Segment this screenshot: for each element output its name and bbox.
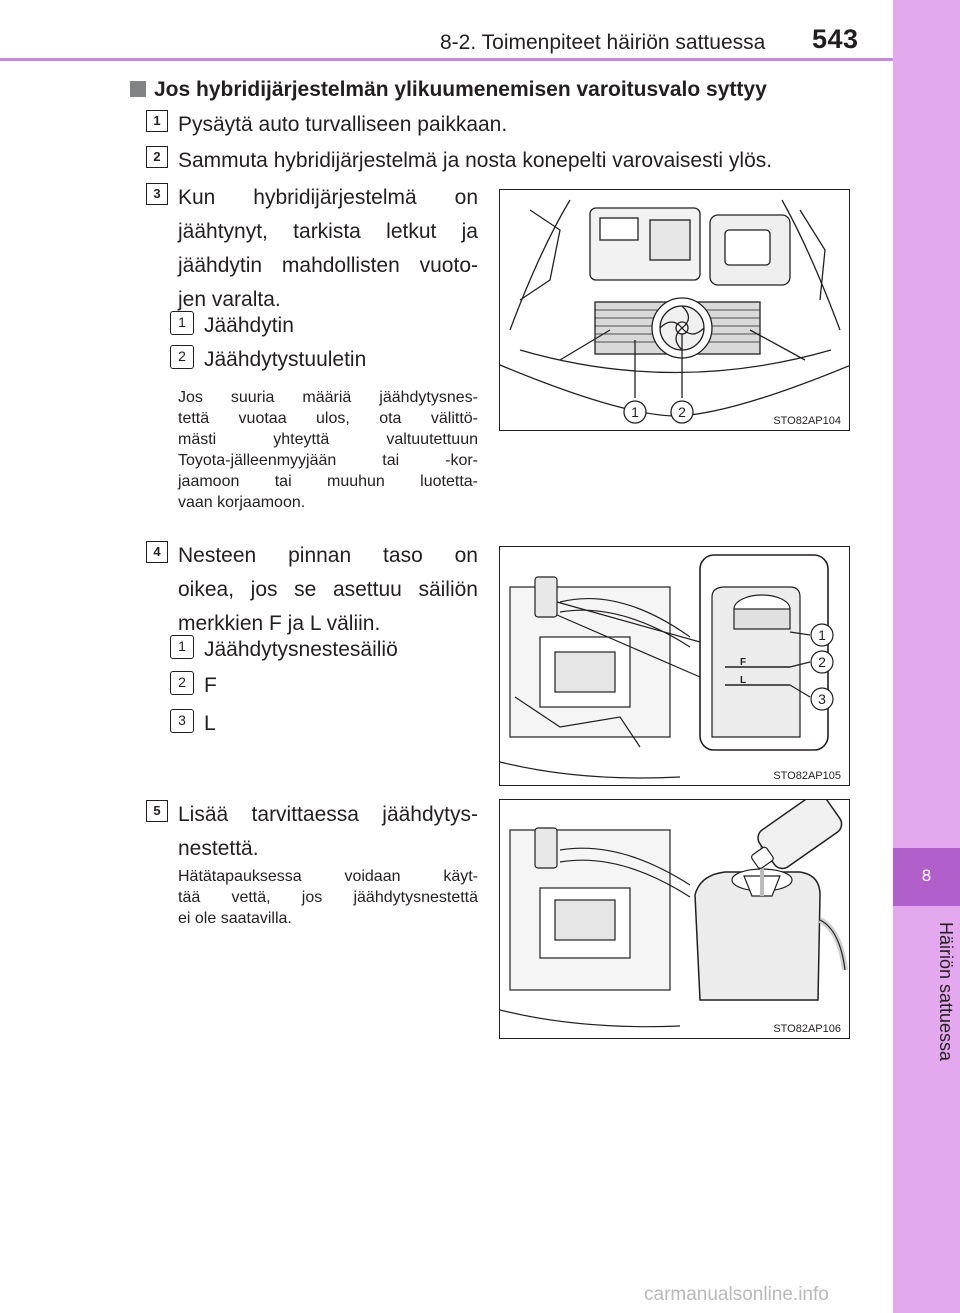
page-number: 543 (812, 24, 859, 54)
watermark-text: carmanualsonline.info (644, 1284, 829, 1305)
header-divider (0, 58, 893, 61)
figure-code: STO82AP106 (771, 1023, 843, 1035)
figure-coolant-reservoir: F L 1 2 3 STO82AP105 (499, 546, 850, 786)
step-3-note-line: Toyota-jälleenmyyjään tai -kor- (178, 452, 478, 469)
step-4-text: Nesteen pinnan taso on oikea, jos se ase… (178, 539, 478, 641)
chapter-number-box (893, 848, 960, 906)
section-heading-text: Jos hybridijärjestelmän ylikuumenemisen … (154, 78, 767, 101)
step-3-line: jen varalta. (178, 288, 281, 311)
figure-2-callout: 1 (818, 627, 826, 643)
section-heading: Jos hybridijärjestelmän ylikuumenemisen … (130, 78, 767, 102)
step-4-item-label: L (204, 712, 216, 735)
reservoir-illustration: F L 1 2 3 (500, 554, 834, 779)
radiator-illustration: 1 2 (500, 199, 849, 424)
figure-2-callout: 3 (818, 691, 826, 707)
add-coolant-illustration (500, 800, 848, 1028)
step-5-note: Hätätapauksessa voidaan käyt- tää vettä,… (178, 866, 478, 929)
step-3-note-line: vaan korjaamoon. (178, 494, 306, 511)
figure-1-callout: 1 (631, 404, 639, 420)
chapter-number: 8 (921, 866, 932, 885)
step-3-line: Kun hybridijärjestelmä on (178, 186, 478, 209)
step-4-item-number: 2 (170, 671, 194, 695)
figure-code: STO82AP105 (771, 770, 843, 782)
step-3-item-number: 2 (170, 345, 194, 369)
step-4-item-number: 3 (170, 709, 194, 733)
step-5-text: Lisää tarvittaessa jäähdytys- nestettä. (178, 798, 478, 866)
step-number-1: 1 (146, 110, 168, 132)
step-4-line: oikea, jos se asettuu säiliön (178, 578, 478, 601)
step-5-line: Lisää tarvittaessa jäähdytys- (178, 803, 478, 826)
mark-f-label: F (740, 657, 746, 668)
step-number-2: 2 (146, 146, 168, 168)
chapter-side-tab (893, 0, 960, 1313)
step-5-note-line: tää vettä, jos jäähdytysnestettä (178, 889, 478, 906)
figure-2-callout: 2 (818, 654, 826, 670)
step-5-line: nestettä. (178, 837, 259, 860)
step-3-item-number: 1 (170, 311, 194, 335)
mark-l-label: L (740, 675, 746, 686)
step-4-line: Nesteen pinnan taso on (178, 544, 478, 567)
figure-1-callout: 2 (678, 404, 686, 420)
step-3-item-label: Jäähdytin (204, 314, 294, 337)
figure-code: STO82AP104 (771, 415, 843, 427)
step-3-text: Kun hybridijärjestelmä on jäähtynyt, tar… (178, 181, 478, 317)
step-1-text: Pysäytä auto turvalliseen paikkaan. (178, 113, 508, 136)
step-3-note: Jos suuria määriä jäähdytysnes- tettä vu… (178, 387, 478, 513)
header-section-title: 8-2. Toimenpiteet häiriön sattuessa (440, 31, 766, 54)
step-3-note-line: tettä vuotaa ulos, ota välittö- (178, 410, 478, 427)
step-4-item-label: Jäähdytysnestesäiliö (204, 638, 398, 661)
step-3-item-label: Jäähdytystuuletin (204, 348, 367, 371)
square-bullet-icon (130, 81, 146, 97)
chapter-title: Häiriön sattuessa (936, 922, 956, 1062)
step-5-note-line: ei ole saatavilla. (178, 910, 292, 927)
step-3-note-line: Jos suuria määriä jäähdytysnes- (178, 389, 478, 406)
step-number-4: 4 (146, 541, 168, 563)
step-4-line: merkkien F ja L väliin. (178, 612, 381, 635)
step-number-5: 5 (146, 800, 168, 822)
step-2-text: Sammuta hybridijärjestelmä ja nosta kone… (178, 149, 773, 172)
step-3-line: jäähtynyt, tarkista letkut ja (178, 220, 478, 243)
step-4-item-number: 1 (170, 635, 194, 659)
step-3-note-line: mästi yhteyttä valtuutettuun (178, 431, 478, 448)
step-number-3: 3 (146, 183, 168, 205)
step-4-item-label: F (204, 674, 217, 697)
step-3-note-line: jaamoon tai muuhun luotetta- (178, 473, 478, 490)
step-5-note-line: Hätätapauksessa voidaan käyt- (178, 868, 478, 885)
step-3-line: jäähdytin mahdollisten vuoto- (178, 254, 478, 277)
figure-radiator: 1 2 STO82AP104 (499, 189, 850, 431)
figure-add-coolant: STO82AP106 (499, 799, 850, 1039)
